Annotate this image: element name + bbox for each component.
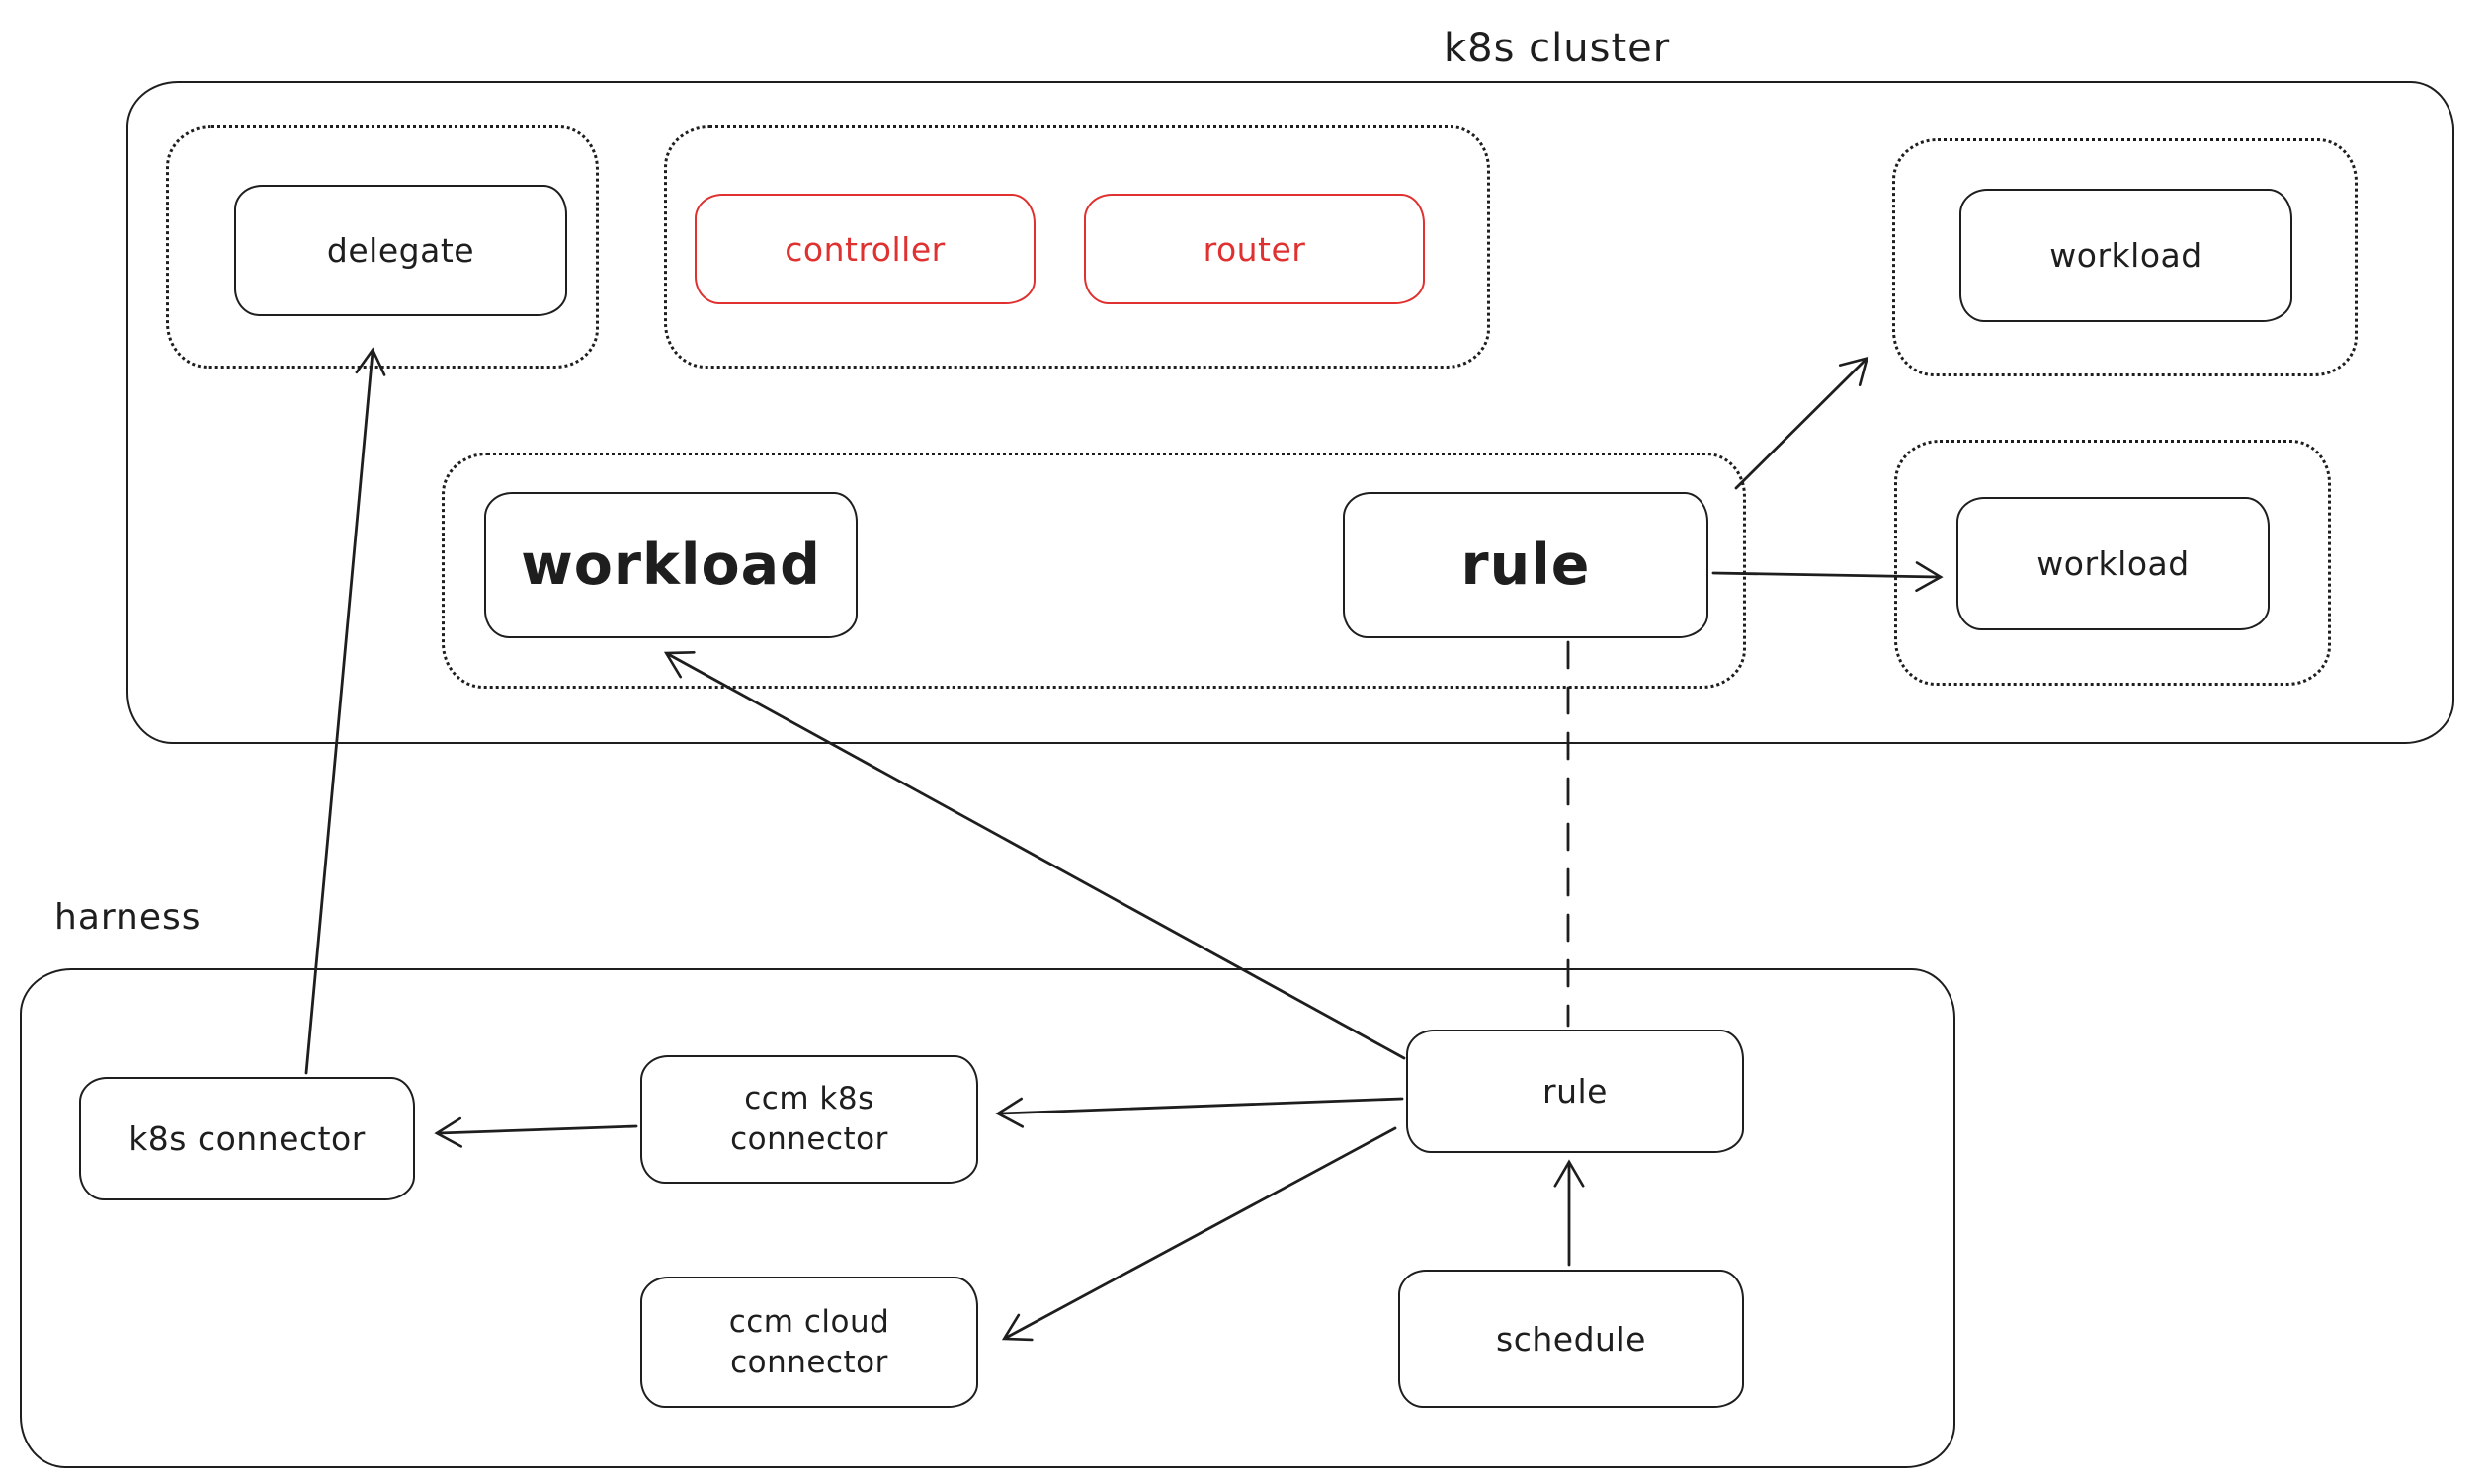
- controller-node: controller: [695, 194, 1036, 304]
- router-node: router: [1084, 194, 1425, 304]
- schedule-label: schedule: [1496, 1319, 1646, 1359]
- rule-bottom-node: rule: [1406, 1030, 1744, 1153]
- ccm-k8s-connector-label-line2: connector: [730, 1121, 888, 1157]
- k8s-connector-label: k8s connector: [128, 1119, 366, 1158]
- workload-top-label: workload: [2049, 236, 2202, 275]
- workload-top-group: [1892, 138, 2358, 376]
- k8s-connector-node: k8s connector: [79, 1077, 415, 1200]
- workload-mid-node: workload: [484, 492, 858, 638]
- workload-top-node: workload: [1959, 189, 2292, 322]
- workload-right-node: workload: [1956, 497, 2270, 630]
- ccm-cloud-connector-label-line2: connector: [730, 1344, 888, 1380]
- harness-label: harness: [54, 897, 202, 938]
- rule-top-label: rule: [1460, 533, 1591, 598]
- workload-right-group: [1894, 440, 2331, 686]
- workload-right-label: workload: [2036, 544, 2190, 583]
- ccm-cloud-connector-label-line1: ccm cloud: [728, 1303, 890, 1340]
- delegate-node: delegate: [234, 185, 567, 316]
- k8s-cluster-label: k8s cluster: [1444, 26, 1671, 71]
- workload-mid-label: workload: [521, 533, 821, 598]
- controller-router-group: [664, 125, 1490, 369]
- rule-top-node: rule: [1343, 492, 1708, 638]
- ccm-k8s-connector-label-line1: ccm k8s: [744, 1081, 874, 1117]
- controller-label: controller: [785, 229, 946, 269]
- delegate-label: delegate: [326, 231, 475, 270]
- schedule-node: schedule: [1398, 1270, 1744, 1408]
- ccm-cloud-connector-node: ccm cloud connector: [640, 1277, 978, 1408]
- router-label: router: [1203, 229, 1306, 269]
- ccm-k8s-connector-node: ccm k8s connector: [640, 1055, 978, 1184]
- rule-bottom-label: rule: [1542, 1072, 1608, 1111]
